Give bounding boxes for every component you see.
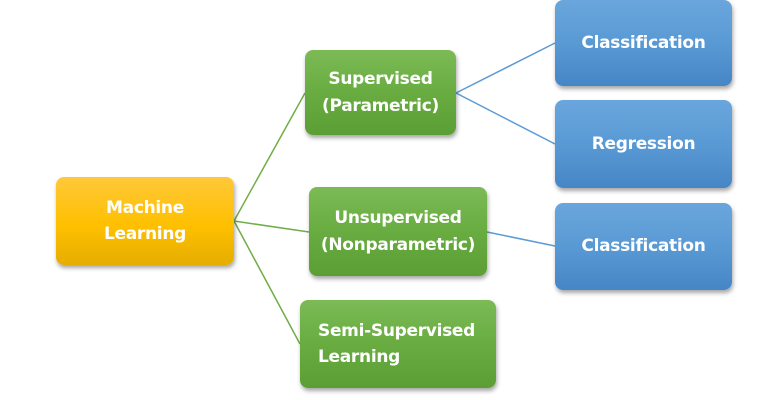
node-label: Classification [581, 236, 706, 257]
node-supervised: Supervised (Parametric) [305, 50, 456, 135]
edge-supervised-classification [455, 42, 556, 94]
edge-root-unsupervised [233, 220, 310, 233]
node-machine-learning: Machine Learning [56, 177, 234, 265]
node-classification-unsupervised: Classification [555, 203, 732, 290]
node-label: Regression [591, 133, 696, 154]
node-label: Classification [581, 32, 706, 53]
node-classification-supervised: Classification [555, 0, 732, 86]
node-label: Machine Learning [103, 197, 187, 244]
edge-root-semi-supervised [233, 220, 301, 345]
edge-root-supervised [233, 92, 306, 222]
edge-supervised-regression [455, 92, 556, 145]
node-unsupervised: Unsupervised (Nonparametric) [309, 187, 487, 276]
node-semi-supervised: Semi-Supervised Learning [300, 300, 496, 388]
node-regression: Regression [555, 100, 732, 188]
edge-unsupervised-classification [486, 231, 556, 247]
node-label: Unsupervised (Nonparametric) [320, 208, 476, 255]
node-label: Semi-Supervised Learning [318, 320, 476, 367]
node-label: Supervised (Parametric) [322, 69, 439, 116]
